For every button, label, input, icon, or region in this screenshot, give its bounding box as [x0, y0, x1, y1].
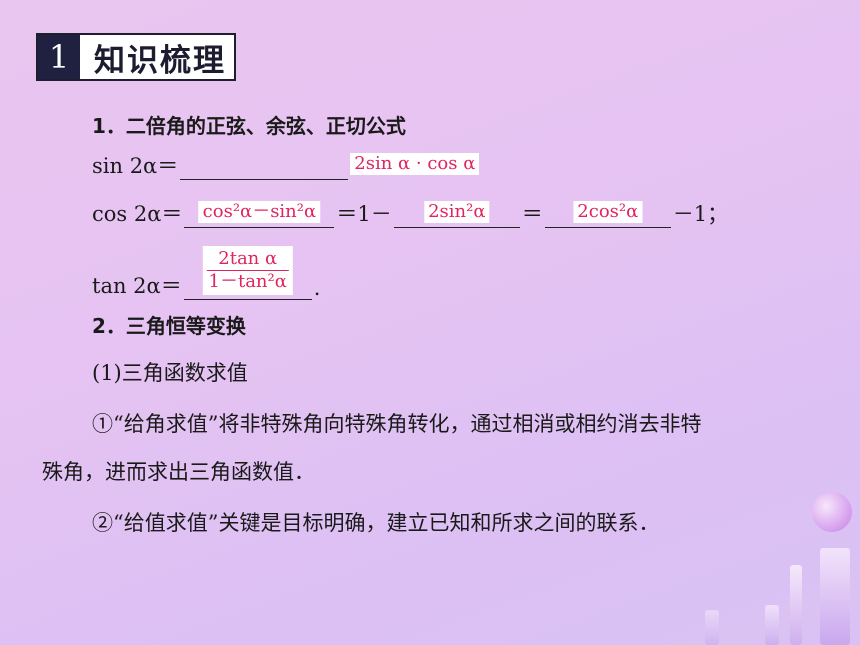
cos-mid-1: ＝1－: [336, 202, 392, 226]
decorative-bar-2: [820, 548, 850, 645]
cos-tail: －1；: [672, 202, 729, 226]
item2-subheading: (1)三角函数求值: [92, 361, 248, 385]
section-header: 1 知识梳理: [36, 33, 236, 81]
cos-formula-line: cos 2α＝ cos²α－sin²α ＝1－ 2sin²α ＝ 2cos²α …: [92, 198, 728, 228]
cos-answer-2: 2sin²α: [424, 201, 490, 223]
paragraph-1-line-2: 殊角，进而求出三角函数值．: [42, 460, 315, 484]
decorative-bar-4: [705, 610, 719, 645]
paragraph-2: ②“给值求值”关键是目标明确，建立已知和所求之间的联系．: [92, 511, 660, 535]
cos-mid-2: ＝: [521, 202, 543, 226]
item2-heading: 2．三角恒等变换: [92, 314, 246, 338]
tan-tail: .: [313, 276, 321, 300]
cos-blank-1: cos²α－sin²α: [184, 201, 335, 228]
cos-answer-1: cos²α－sin²α: [198, 201, 321, 223]
tan-lhs: tan 2α＝: [92, 274, 182, 298]
sin-blank: 2sin α · cos α: [180, 153, 480, 180]
tan-numerator: 2tan α: [218, 248, 278, 269]
decorative-bar-1: [790, 565, 802, 645]
tan-answer-fraction: 2tan α 1－tan²α: [202, 246, 293, 295]
item1-heading: 1．二倍角的正弦、余弦、正切公式: [92, 114, 406, 138]
paragraph-1-line-1: ①“给角求值”将非特殊角向特殊角转化，通过相消或相约消去非特: [92, 412, 702, 436]
decorative-bar-3: [765, 605, 779, 645]
fraction-bar: [206, 270, 289, 271]
tan-blank: 2tan α 1－tan²α: [183, 246, 312, 300]
sin-formula-line: sin 2α＝ 2sin α · cos α: [92, 150, 480, 180]
sin-lhs: sin 2α＝: [92, 154, 179, 178]
cos-answer-3: 2cos²α: [573, 201, 643, 223]
cos-lhs: cos 2α＝: [92, 202, 183, 226]
decorative-sphere: [812, 492, 852, 532]
sin-answer: 2sin α · cos α: [350, 153, 480, 175]
section-title: 知识梳理: [94, 42, 226, 79]
tan-formula-line: tan 2α＝ 2tan α 1－tan²α .: [92, 246, 321, 300]
section-number: 1: [38, 35, 80, 79]
cos-blank-3: 2cos²α: [544, 201, 671, 228]
cos-blank-2: 2sin²α: [393, 201, 520, 228]
tan-denominator: 1－tan²α: [208, 271, 287, 292]
